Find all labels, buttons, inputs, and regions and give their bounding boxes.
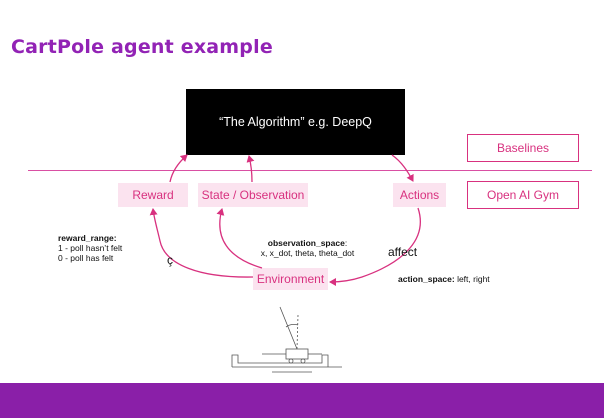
- reward-range-label: reward_range:: [58, 233, 117, 243]
- reward-range-note: reward_range: 1 - poll hasn’t felt 0 - p…: [58, 233, 122, 263]
- affect-label: affect: [388, 245, 418, 259]
- state-observation-node: State / Observation: [198, 183, 308, 207]
- state-node-label: State / Observation: [201, 188, 305, 202]
- gym-label-text: Open AI Gym: [486, 188, 560, 202]
- reward-range-line-2: 0 - poll has felt: [58, 253, 114, 263]
- observation-space-note: observation_space: x, x_dot, theta, thet…: [240, 238, 375, 258]
- footer-bar: [0, 383, 604, 418]
- cartpole-diagram-icon: [231, 306, 342, 373]
- arrow-state-to-algorithm: [246, 155, 255, 183]
- algorithm-box: “The Algorithm” e.g. DeepQ: [186, 89, 405, 155]
- arrow-environment-to-state: [216, 208, 263, 269]
- action-space-label: action_space:: [398, 274, 455, 284]
- reward-range-line-1: 1 - poll hasn’t felt: [58, 243, 123, 253]
- action-space-values: left, right: [454, 274, 490, 284]
- algorithm-label: “The Algorithm” e.g. DeepQ: [219, 115, 372, 129]
- environment-node: Environment: [253, 268, 328, 290]
- arrow-reward-to-algorithm: [169, 154, 188, 183]
- baselines-layer-label: Baselines: [467, 134, 579, 162]
- arrow-algorithm-to-actions: [391, 154, 414, 182]
- actions-node-label: Actions: [399, 188, 440, 202]
- arrow-environment-to-reward: [149, 208, 254, 278]
- slide-title: CartPole agent example: [11, 36, 273, 58]
- observation-space-values: x, x_dot, theta, theta_dot: [260, 248, 355, 258]
- c-glyph: ç: [167, 253, 173, 267]
- reward-node: Reward: [118, 183, 188, 207]
- environment-node-label: Environment: [256, 272, 325, 286]
- action-space-note: action_space: left, right: [398, 274, 490, 284]
- reward-node-label: Reward: [132, 188, 174, 202]
- observation-space-label: observation_space: [267, 238, 345, 248]
- baselines-label-text: Baselines: [496, 141, 550, 155]
- actions-node: Actions: [393, 183, 446, 207]
- gym-layer-label: Open AI Gym: [467, 181, 579, 209]
- arrow-actions-to-environment: [329, 207, 421, 286]
- layer-divider: [28, 170, 592, 171]
